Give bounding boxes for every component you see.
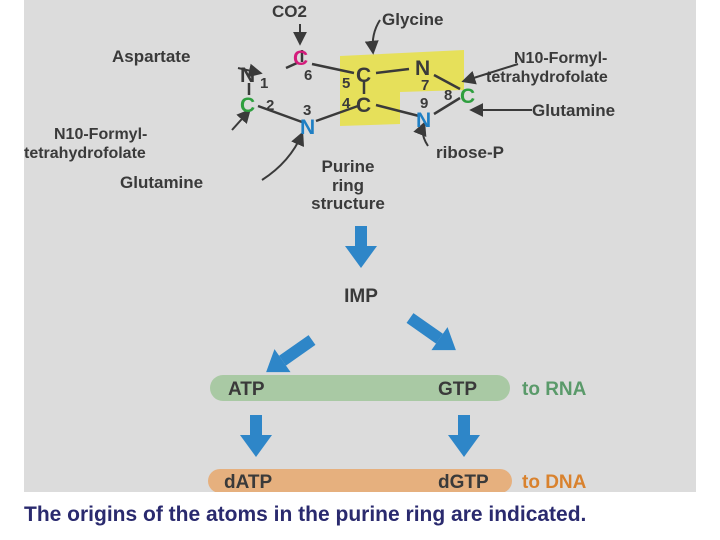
- position-5: 5: [342, 75, 350, 92]
- glycine-label: Glycine: [382, 10, 443, 29]
- figure-caption: The origins of the atoms in the purine r…: [24, 503, 587, 526]
- formyl-left-label-2: tetrahydrofolate: [24, 145, 146, 162]
- arrow-imp-to-gtp: [406, 313, 456, 351]
- purine-diagram: CO2 Glycine Aspartate N10-Formyl- tetrah…: [24, 0, 696, 492]
- position-1: 1: [260, 75, 268, 92]
- arrow-gtp-to-dgtp: [448, 415, 480, 457]
- glycine-highlight: [340, 50, 464, 126]
- formyl-left-arrow: [231, 108, 251, 131]
- position-8: 8: [444, 87, 452, 104]
- glutamine-left-arrow: [261, 131, 305, 181]
- formyl-right-arrow: [461, 63, 519, 85]
- aspartate-arrow: [237, 63, 263, 78]
- ribose-label: ribose-P: [436, 143, 504, 162]
- formyl-right-label-1: N10-Formyl-: [514, 50, 607, 67]
- ribose-arrow: [413, 121, 429, 147]
- gtp-label: GTP: [438, 379, 477, 400]
- co2-label: CO2: [272, 2, 307, 21]
- position-3: 3: [303, 102, 311, 119]
- atom-n7: N: [415, 57, 430, 80]
- atom-c2: C: [240, 94, 255, 117]
- ring-title-line-3: structure: [311, 194, 385, 213]
- rna-bar: [210, 375, 510, 401]
- imp-label: IMP: [344, 286, 378, 307]
- datp-label: dATP: [224, 472, 273, 492]
- aspartate-label: Aspartate: [112, 47, 190, 66]
- atom-c6: C: [293, 47, 308, 70]
- diagram-canvas: CO2 Glycine Aspartate N10-Formyl- tetrah…: [24, 2, 615, 492]
- position-2: 2: [266, 97, 274, 114]
- position-4: 4: [342, 95, 351, 112]
- formyl-left-label-1: N10-Formyl-: [54, 126, 147, 143]
- glutamine-right-label: Glutamine: [532, 101, 615, 120]
- ring-title-line-1: Purine: [322, 157, 375, 176]
- atom-c4: C: [356, 94, 371, 117]
- dna-bar: [208, 469, 512, 492]
- atom-n9: N: [416, 109, 431, 132]
- arrow-imp-to-atp: [266, 335, 316, 373]
- position-9: 9: [420, 95, 428, 112]
- atom-n3: N: [300, 116, 315, 139]
- formyl-right-label-2: tetrahydrofolate: [486, 69, 608, 86]
- ring-bonds: [247, 50, 461, 124]
- arrow-atp-to-datp: [240, 415, 272, 457]
- atom-c8: C: [460, 85, 475, 108]
- atp-label: ATP: [228, 379, 265, 400]
- source-arrows: [231, 19, 532, 181]
- arrow-ring-to-imp: [345, 226, 377, 268]
- position-7: 7: [421, 77, 429, 94]
- position-6: 6: [304, 67, 312, 84]
- glutamine-left-label: Glutamine: [120, 173, 203, 192]
- to-rna-label: to RNA: [522, 379, 587, 400]
- atom-n1: N: [240, 64, 255, 87]
- glycine-arrow: [364, 19, 381, 55]
- atom-c5: C: [356, 64, 371, 87]
- ring-title-line-2: ring: [332, 176, 364, 195]
- dgtp-label: dGTP: [438, 472, 489, 492]
- to-dna-label: to DNA: [522, 472, 587, 492]
